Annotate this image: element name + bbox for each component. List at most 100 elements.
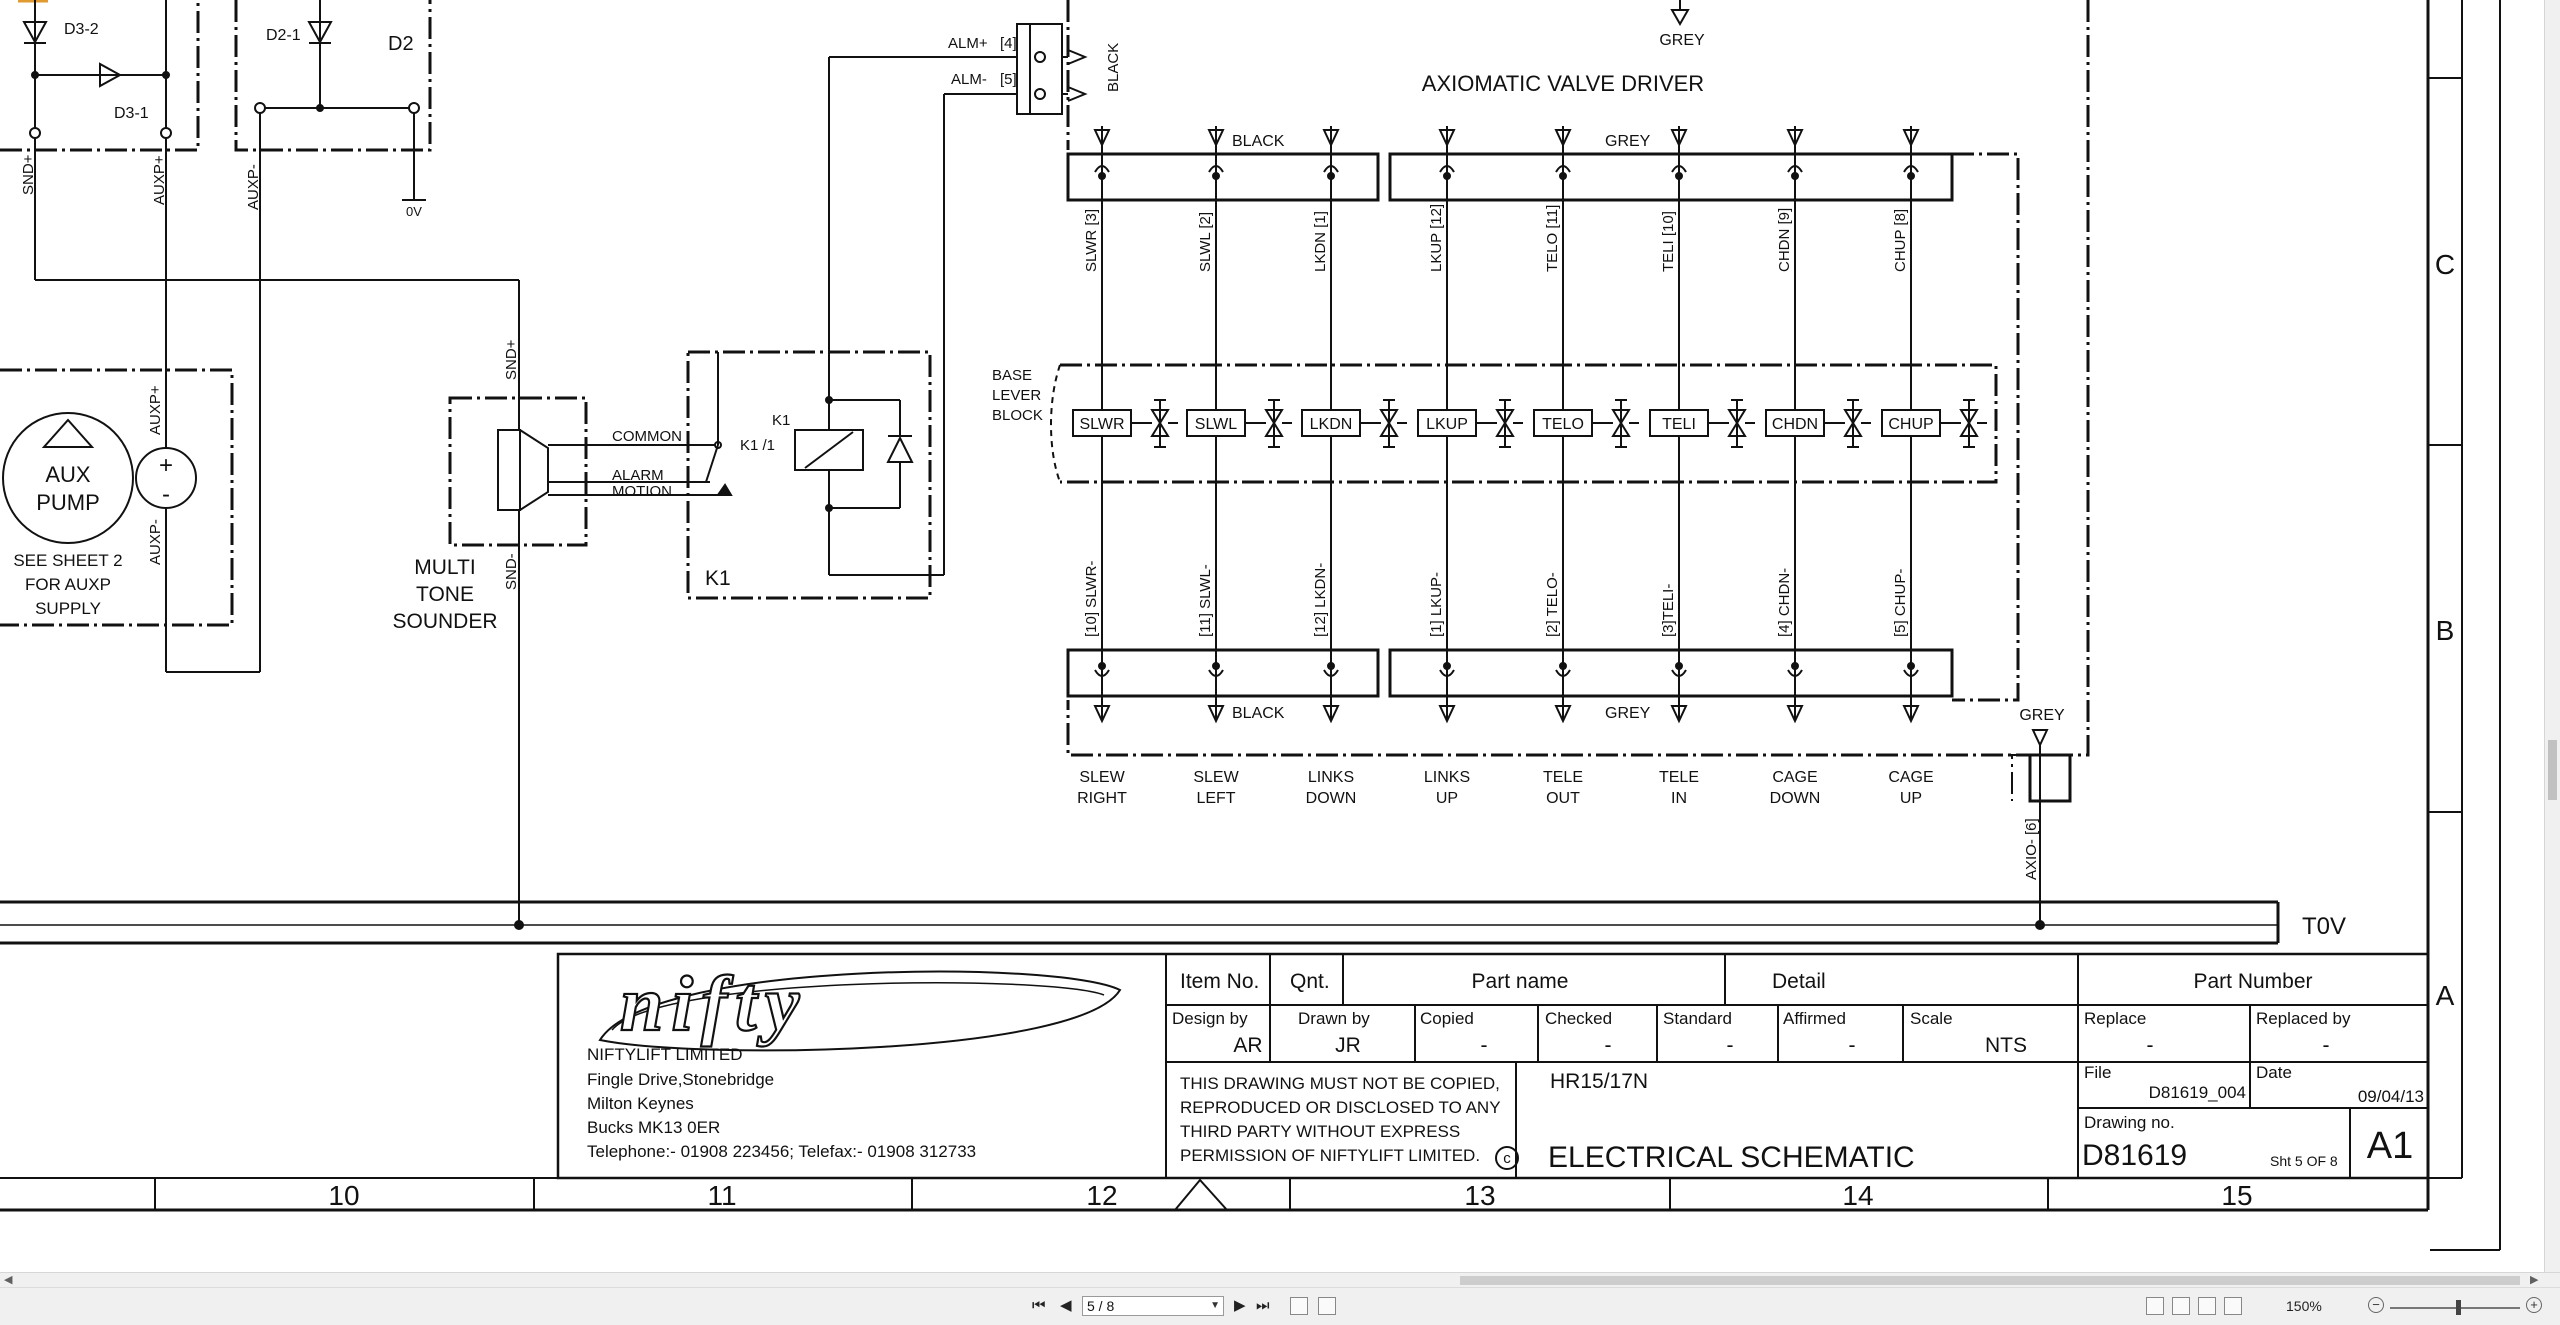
scroll-left-icon[interactable]: ◀ <box>4 1274 13 1286</box>
wire-0v-label: 0V <box>406 204 422 219</box>
page-number-input[interactable]: 5 / 8 ▼ <box>1082 1296 1224 1316</box>
valve-function-label-2: DOWN <box>1306 790 1357 807</box>
fit-page-icon[interactable] <box>2224 1297 2242 1315</box>
wire-snd-plus-label: SND+ <box>20 154 37 195</box>
vertical-scroll-thumb[interactable] <box>2548 740 2557 800</box>
valve-top-pin-label: SLWL [2] <box>1197 212 1214 272</box>
valve-label-lkdn: LKDN <box>1310 416 1353 433</box>
valve-function-label-2: DOWN <box>1770 790 1821 807</box>
paste-view-icon[interactable] <box>1318 1297 1336 1315</box>
aux-pump-note-1: SEE SHEET 2 <box>13 551 122 570</box>
continuous-view-icon[interactable] <box>2172 1297 2190 1315</box>
valve-bottom-pin-label: [12] LKDN- <box>1312 563 1329 637</box>
connector-black-label: BLACK <box>1105 43 1122 92</box>
valve-top-pin-label: LKDN [1] <box>1312 211 1329 272</box>
page-number-value: 5 / 8 <box>1087 1298 1115 1314</box>
sounder-snd-minus: SND- <box>503 553 520 590</box>
valve-label-chdn: CHDN <box>1772 416 1818 433</box>
aux-pump-label-line1: AUX <box>45 462 91 487</box>
top-black-label: BLACK <box>1232 133 1285 150</box>
company-address-1: Fingle Drive,Stonebridge <box>587 1070 774 1089</box>
tb-copyright-mark: c <box>1503 1150 1511 1167</box>
valve-column <box>1301 126 1407 724</box>
bottom-black-label: BLACK <box>1232 705 1285 722</box>
valve-bottom-pin-label: [11] SLWL- <box>1197 564 1214 637</box>
zoom-slider-thumb[interactable] <box>2456 1300 2461 1315</box>
horizontal-scrollbar[interactable]: ◀ ▶ <box>0 1272 2560 1287</box>
tb-replace-value: - <box>2147 1034 2154 1057</box>
wire-auxp-plus-label: AUXP+ <box>151 155 168 205</box>
valve-function-label-1: TELE <box>1543 769 1583 786</box>
valve-column <box>1649 126 1755 724</box>
single-page-view-icon[interactable] <box>2146 1297 2164 1315</box>
valve-function-label-1: CAGE <box>1772 769 1817 786</box>
vertical-scrollbar[interactable] <box>2544 0 2560 1272</box>
valve-driver-title: AXIOMATIC VALVE DRIVER <box>1422 71 1704 96</box>
valve-bottom-pin-label: [4] CHDN- <box>1776 568 1793 637</box>
page-dropdown-icon[interactable]: ▼ <box>1210 1300 1220 1311</box>
horizontal-scroll-thumb[interactable] <box>1460 1276 2520 1285</box>
valve-function-label-1: TELE <box>1659 769 1699 786</box>
niftylift-logo: nifty <box>598 959 1122 1052</box>
grid-row-a: A <box>2436 980 2455 1011</box>
valve-bottom-pin-label: [1] LKUP- <box>1428 572 1445 637</box>
zoom-slider[interactable] <box>2390 1307 2520 1309</box>
wire-auxp-minus-label: AUXP- <box>245 164 262 210</box>
copy-view-icon[interactable] <box>1290 1297 1308 1315</box>
svg-text:nifty: nifty <box>620 960 807 1047</box>
valve-label-telo: TELO <box>1542 416 1584 433</box>
sounder-motion-label: MOTION <box>612 483 672 500</box>
tb-copyright-2: REPRODUCED OR DISCLOSED TO ANY <box>1180 1098 1501 1117</box>
grid-row-b: B <box>2436 615 2455 646</box>
tb-qnt: Qnt. <box>1290 970 1330 993</box>
tb-item-no: Item No. <box>1180 970 1259 993</box>
grid-column-10: 10 <box>328 1180 359 1211</box>
tb-scale-value: NTS <box>1985 1034 2027 1057</box>
diode-d3-1-label: D3-1 <box>114 105 149 122</box>
relay-k1-box-label: K1 <box>705 567 731 590</box>
base-lever-label-2: LEVER <box>992 387 1041 404</box>
valve-top-pin-label: LKUP [12] <box>1428 204 1445 272</box>
aux-pump-note-2: FOR AUXP <box>25 575 111 594</box>
tb-copyright-4: PERMISSION OF NIFTYLIFT LIMITED. <box>1180 1146 1480 1165</box>
rail-t0v-label: T0V <box>2302 913 2346 940</box>
aux-pump-auxp-plus: AUXP+ <box>147 385 164 435</box>
tb-standard: Standard <box>1663 1009 1732 1028</box>
tb-checked: Checked <box>1545 1009 1612 1028</box>
alm-minus-pin: [5] <box>1000 71 1017 88</box>
axio-grey-label: GREY <box>2019 707 2065 724</box>
two-page-view-icon[interactable] <box>2198 1297 2216 1315</box>
valve-column <box>1881 126 1987 724</box>
valve-bottom-pin-label: [5] CHUP- <box>1892 569 1909 637</box>
tb-scale: Scale <box>1910 1009 1953 1028</box>
valve-function-label-1: SLEW <box>1193 769 1239 786</box>
valve-label-teli: TELI <box>1662 416 1696 433</box>
aux-pump-minus-sign: - <box>162 481 170 508</box>
grid-row-c: C <box>2435 249 2455 280</box>
next-page-icon[interactable]: ▶ <box>1234 1297 1246 1314</box>
tb-replaced-by: Replaced by <box>2256 1009 2351 1028</box>
zoom-in-icon[interactable]: + <box>2526 1297 2542 1313</box>
sounder-alarm-label: ALARM <box>612 467 664 484</box>
company-address-3: Bucks MK13 0ER <box>587 1118 720 1137</box>
zoom-out-icon[interactable]: − <box>2368 1297 2384 1313</box>
valve-label-slwr: SLWR <box>1079 416 1124 433</box>
sounder-common-label: COMMON <box>612 428 682 445</box>
last-page-icon[interactable]: ⏭ <box>1256 1297 1270 1314</box>
first-page-icon[interactable]: ⏮ <box>1032 1297 1046 1314</box>
valve-function-label-1: CAGE <box>1888 769 1933 786</box>
tb-checked-value: - <box>1605 1034 1612 1057</box>
previous-page-icon[interactable]: ◀ <box>1060 1297 1072 1314</box>
tb-model: HR15/17N <box>1550 1070 1648 1093</box>
tb-copied: Copied <box>1420 1009 1474 1028</box>
tb-date-value: 09/04/13 <box>2358 1087 2424 1106</box>
scroll-right-icon[interactable]: ▶ <box>2530 1274 2539 1286</box>
valve-function-label-2: RIGHT <box>1077 790 1127 807</box>
company-name: NIFTYLIFT LIMITED <box>587 1045 743 1064</box>
valve-bottom-pin-label: [2] TELO- <box>1544 572 1561 637</box>
top-grey-label: GREY <box>1659 32 1705 49</box>
alm-minus-label: ALM- <box>951 71 987 88</box>
tb-drawing-no-value: D81619 <box>2082 1139 2187 1172</box>
alm-plus-label: ALM+ <box>948 35 988 52</box>
valve-function-label-2: IN <box>1671 790 1687 807</box>
